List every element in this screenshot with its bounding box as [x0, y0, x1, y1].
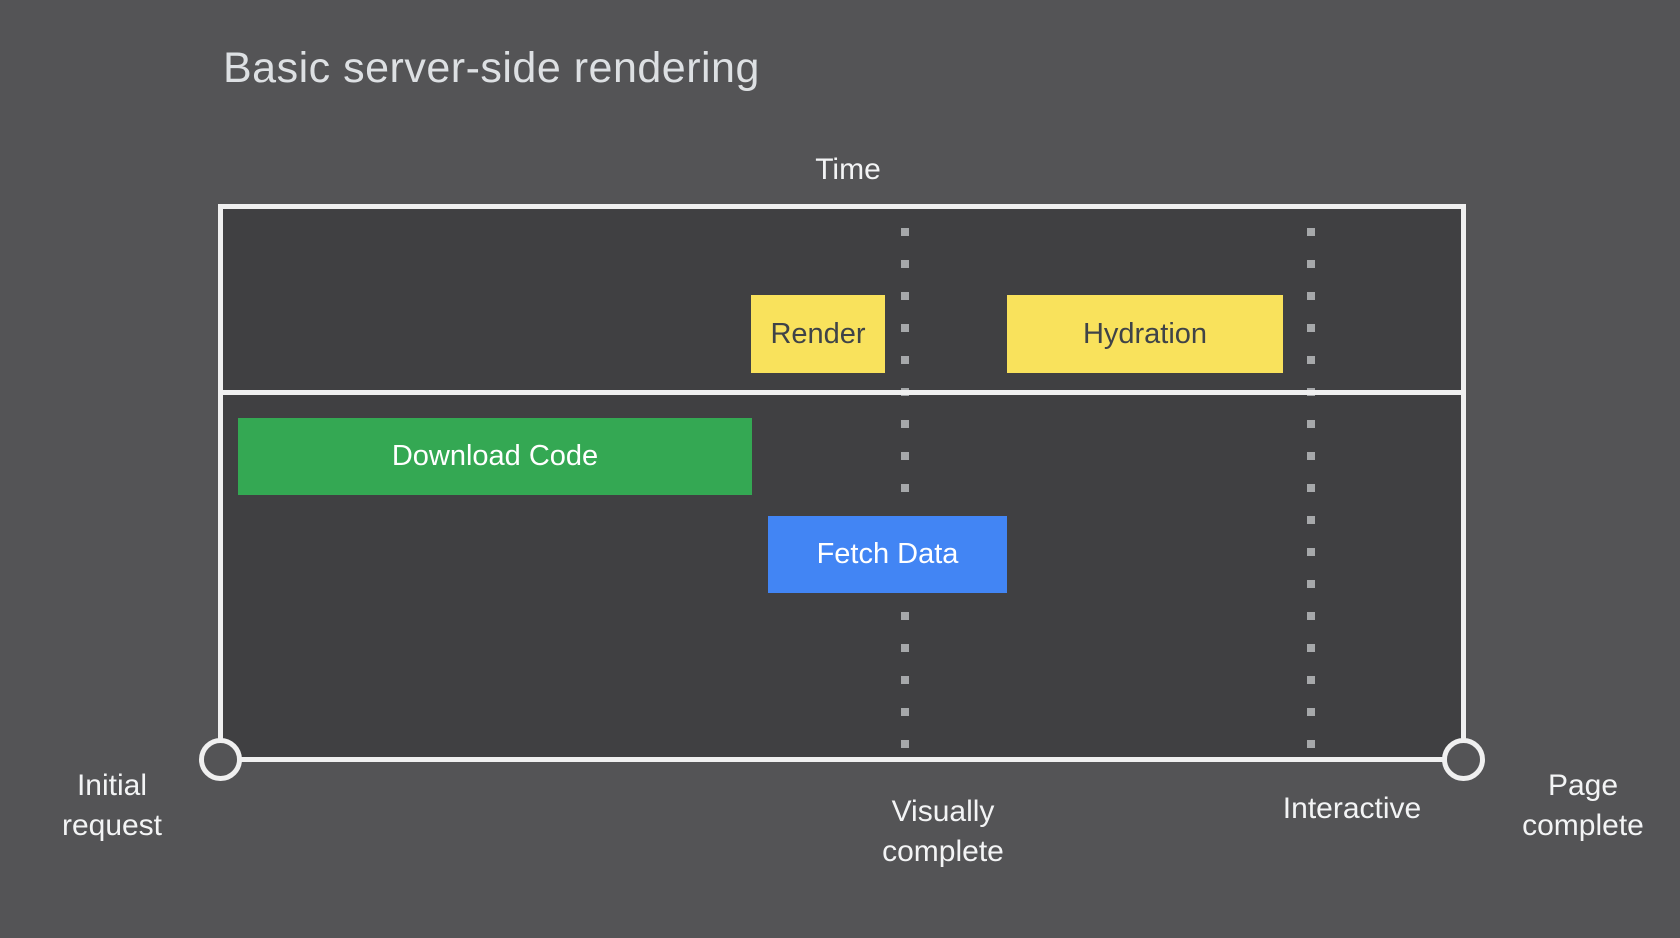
- initial-request-milestone-dot: [199, 738, 242, 781]
- hydration-bar: Hydration: [1007, 295, 1283, 373]
- time-axis-label: Time: [815, 153, 881, 186]
- hydration-bar-label: Hydration: [1082, 317, 1208, 350]
- page-complete-milestone-dot: [1442, 738, 1485, 781]
- lane-divider: [223, 390, 1461, 395]
- visually-complete-marker-line: [901, 228, 909, 752]
- fetch-data-bar: Fetch Data: [768, 516, 1007, 593]
- page-complete-label: Page complete: [1522, 769, 1644, 842]
- render-bar: Render: [751, 295, 885, 373]
- slide-title: Basic server-side rendering: [223, 44, 760, 92]
- interactive-marker-line: [1307, 228, 1315, 752]
- download-code-bar-label: Download Code: [391, 440, 599, 472]
- initial-request-label: Initial request: [61, 769, 163, 842]
- visually-complete-label: Visually complete: [882, 795, 1004, 868]
- fetch-data-bar-label: Fetch Data: [816, 538, 959, 570]
- render-bar-label: Render: [770, 317, 866, 350]
- download-code-bar: Download Code: [238, 418, 752, 495]
- interactive-label: Interactive: [1282, 792, 1422, 825]
